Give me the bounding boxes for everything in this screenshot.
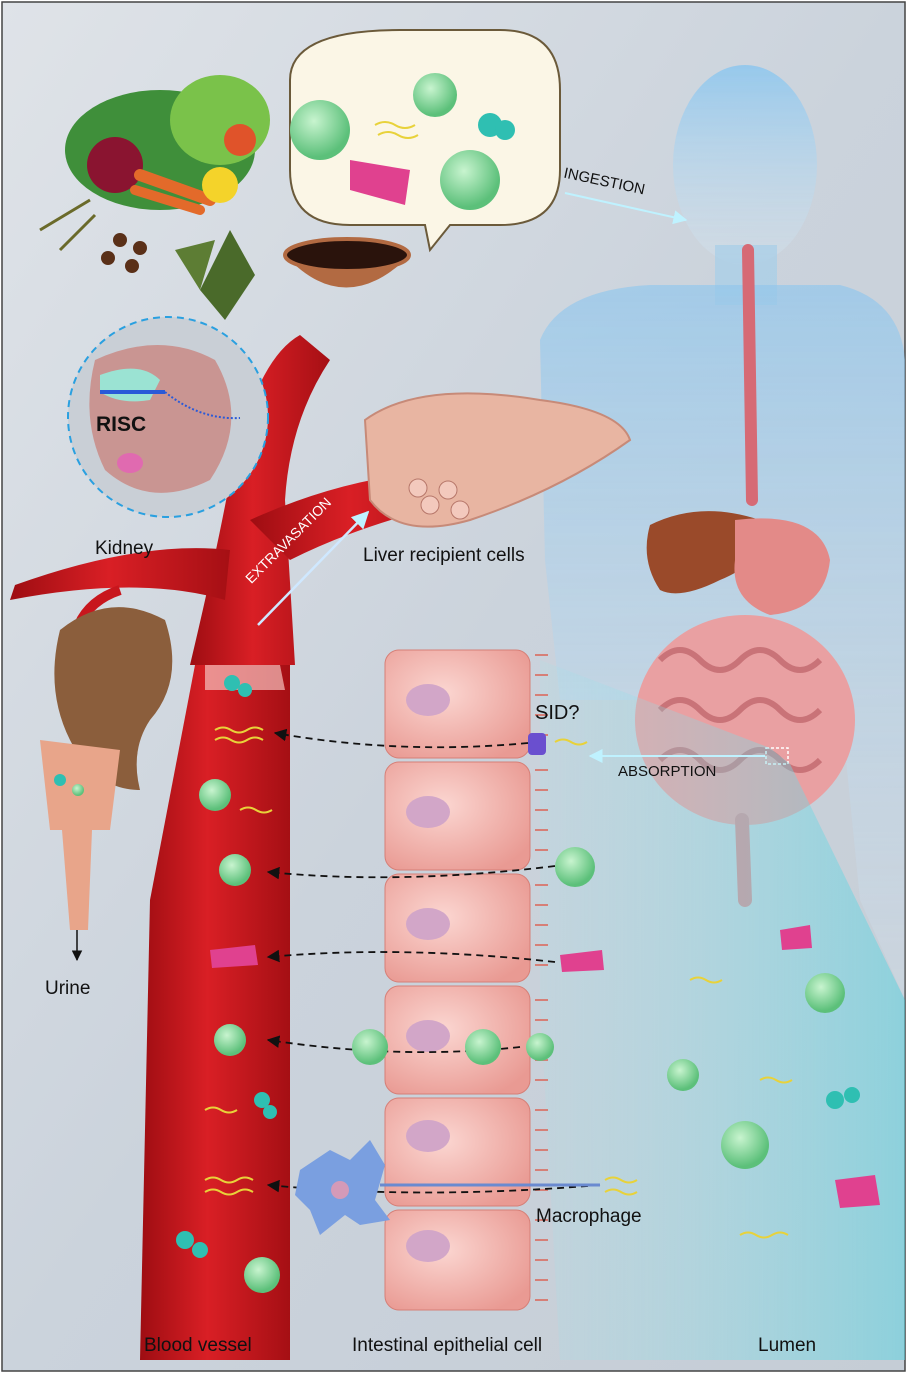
urine-label: Urine: [45, 978, 90, 1000]
macrophage-label: Macrophage: [536, 1206, 642, 1228]
esophagus: [748, 250, 752, 500]
liver-recipient-cells-label: Liver recipient cells: [363, 545, 525, 567]
speech-bubble: [290, 30, 560, 250]
lumen-label: Lumen: [758, 1335, 816, 1357]
kidney-label: Kidney: [95, 538, 153, 560]
absorption-label: ABSORPTION: [618, 763, 716, 780]
risc-label: RISC: [96, 413, 146, 437]
sid-transporter: [528, 733, 546, 755]
blood-vessel-label: Blood vessel: [144, 1335, 252, 1357]
sid-label: SID?: [535, 702, 579, 725]
intestinal-epithelial-cell-label: Intestinal epithelial cell: [352, 1335, 542, 1357]
